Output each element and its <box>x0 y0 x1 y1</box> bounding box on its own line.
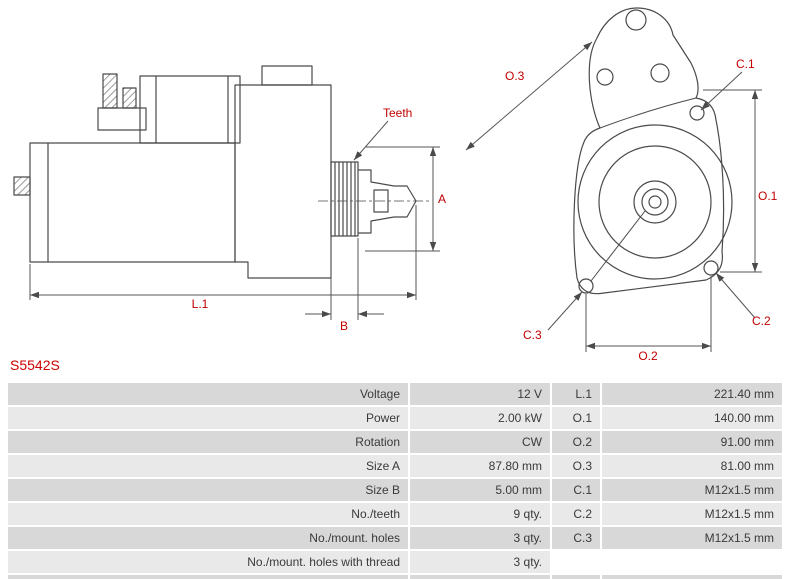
spec-cell-label: C.3 <box>552 527 600 549</box>
terminal-base <box>97 107 147 131</box>
mount-hole-c1 <box>689 105 705 121</box>
bracket-hole <box>650 63 670 83</box>
side-view-drawing <box>13 65 432 279</box>
spec-cell-label: O.2 <box>552 431 600 453</box>
bracket-hole <box>596 68 614 86</box>
spec-cell-value <box>410 575 550 579</box>
drive-housing <box>234 84 332 279</box>
spec-cell-label: C.2 <box>552 503 600 525</box>
spec-cell-value: 2.00 kW <box>410 407 550 429</box>
spec-cell-value: 12 V <box>410 383 550 405</box>
spec-cell-label: Size B <box>8 479 408 501</box>
bracket-hole <box>625 9 647 31</box>
pinion-gear <box>330 161 359 237</box>
dim-label-o3: O.3 <box>505 69 525 83</box>
spec-cell-label: L.1 <box>552 383 600 405</box>
part-number: S5542S <box>10 357 60 373</box>
rear-stud <box>13 176 31 196</box>
spec-cell-value: 9 qty. <box>410 503 550 525</box>
center-hole <box>648 195 662 209</box>
mount-hole-c3 <box>578 278 594 294</box>
spec-cell-value <box>602 551 782 573</box>
dim-label-teeth: Teeth <box>383 106 412 120</box>
spec-cell-label: Size A <box>8 455 408 477</box>
dim-label-l1: L.1 <box>192 297 209 311</box>
spec-cell-label: O.1 <box>552 407 600 429</box>
spec-cell-value: 3 qty. <box>410 551 550 573</box>
spec-cell-label: O.3 <box>552 455 600 477</box>
spec-cell-value: CW <box>410 431 550 453</box>
spec-cell-value: 87.80 mm <box>410 455 550 477</box>
spec-cell-value: 91.00 mm <box>602 431 782 453</box>
dim-label-c3: C.3 <box>523 328 542 342</box>
mount-hole-c2 <box>703 260 719 276</box>
spec-cell-value: M12x1.5 mm <box>602 503 782 525</box>
flange-outer-circle <box>577 124 733 280</box>
dim-label-o2: O.2 <box>638 349 658 363</box>
spec-cell-label <box>552 575 600 579</box>
terminal-stud <box>122 87 137 109</box>
dim-label-o1: O.1 <box>758 189 778 203</box>
flange-plate <box>573 7 725 295</box>
spec-cell-value: M12x1.5 mm <box>602 527 782 549</box>
dim-label-c1: C.1 <box>736 57 755 71</box>
spec-cell-value: 3 qty. <box>410 527 550 549</box>
spec-cell-value: 81.00 mm <box>602 455 782 477</box>
spec-cell-label: Power <box>8 407 408 429</box>
hub-circle <box>633 180 677 224</box>
hub-circle <box>641 188 669 216</box>
terminal-stud <box>102 73 118 109</box>
spec-cell-label <box>552 551 600 573</box>
flange-inner-circle <box>598 145 712 259</box>
spec-cell-value: 221.40 mm <box>602 383 782 405</box>
spec-cell-value <box>602 575 782 579</box>
spec-cell-label <box>8 575 408 579</box>
dim-label-c2: C.2 <box>752 314 771 328</box>
front-view-drawing <box>573 7 733 295</box>
spec-cell-value: 140.00 mm <box>602 407 782 429</box>
spec-cell-value: 5.00 mm <box>410 479 550 501</box>
motor-body <box>29 142 236 263</box>
spec-cell-label: Voltage <box>8 383 408 405</box>
dim-label-a: A <box>438 192 446 206</box>
spec-cell-label: No./teeth <box>8 503 408 525</box>
shaft-nose <box>358 169 417 234</box>
technical-drawing: Teeth L.1 B A <box>13 7 778 363</box>
side-view-dimensions <box>29 120 440 320</box>
spec-cell-value: M12x1.5 mm <box>602 479 782 501</box>
solenoid <box>139 75 241 144</box>
spec-cell-label: No./mount. holes <box>8 527 408 549</box>
front-view-dimensions <box>465 41 762 352</box>
dim-label-b: B <box>340 319 348 333</box>
spec-cell-label: Rotation <box>8 431 408 453</box>
spec-cell-label: No./mount. holes with thread <box>8 551 408 573</box>
housing-boss <box>261 65 313 86</box>
spec-cell-label: C.1 <box>552 479 600 501</box>
spec-row-partial <box>8 575 782 579</box>
